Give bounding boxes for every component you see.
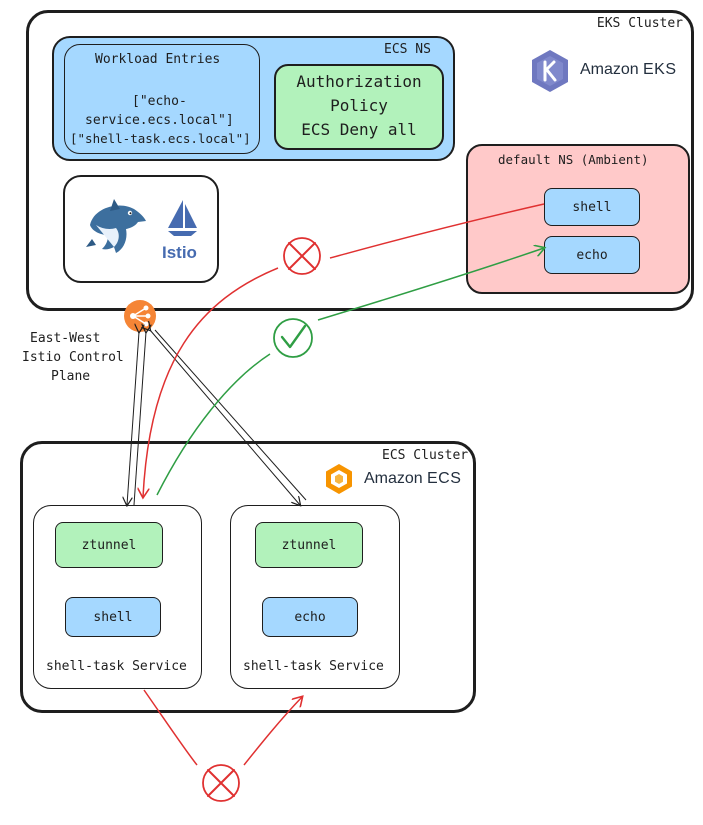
authorization-policy bbox=[274, 64, 444, 150]
allow-check-icon bbox=[273, 318, 313, 358]
ztunnel-left: ztunnel bbox=[55, 522, 163, 568]
eks-brand-prefix: Amazon bbox=[580, 61, 639, 78]
ecs-cluster-label: ECS Cluster bbox=[382, 448, 469, 463]
workload-entry-line3: ["shell-task.ecs.local"] bbox=[70, 131, 251, 146]
deny-x-icon bbox=[202, 764, 240, 802]
task-left-service-label: shell-task Service bbox=[46, 659, 187, 674]
workload-entries bbox=[64, 44, 260, 154]
ecs-namespace-label: ECS NS bbox=[384, 42, 431, 57]
eks-cluster-label: EKS Cluster bbox=[596, 16, 683, 31]
aws-ecs-logo: Amazon ECS bbox=[322, 462, 472, 498]
east-west-label-line1: East-West bbox=[30, 331, 101, 346]
eks-echo-workload: echo bbox=[544, 236, 640, 274]
east-west-label-line2: Istio Control bbox=[22, 350, 124, 365]
aws-eks-logo-icon bbox=[532, 50, 568, 92]
task-right-service-label: shell-task Service bbox=[243, 659, 384, 674]
auth-policy-line2: Policy bbox=[330, 96, 388, 115]
workload-entry-line1: ["echo- bbox=[132, 94, 187, 109]
ecs-brand-prefix: Amazon bbox=[364, 470, 423, 487]
auth-policy-line3: ECS Deny all bbox=[301, 120, 417, 139]
ecs-shell-workload: shell bbox=[65, 597, 161, 637]
default-namespace-label: default NS (Ambient) bbox=[498, 152, 649, 167]
east-west-label-line3: Plane bbox=[51, 369, 91, 384]
aws-eks-logo: Amazon EKS bbox=[528, 48, 688, 94]
east-west-gateway-icon bbox=[124, 300, 156, 332]
istio-logo-text: Istio bbox=[162, 243, 197, 262]
workload-entries-title: Workload Entries bbox=[95, 52, 221, 67]
eks-brand-suffix: EKS bbox=[643, 61, 677, 78]
dolphin-mascot-icon bbox=[86, 199, 146, 253]
ecs-task-right bbox=[230, 505, 400, 689]
auth-policy-line1: Authorization bbox=[296, 72, 422, 91]
ztunnel-right: ztunnel bbox=[255, 522, 363, 568]
ecs-task-left bbox=[33, 505, 202, 689]
eks-shell-workload: shell bbox=[544, 188, 640, 226]
ecs-brand-suffix: ECS bbox=[427, 470, 462, 487]
workload-entry-line2: service.ecs.local"] bbox=[85, 113, 234, 128]
ecs-echo-workload: echo bbox=[262, 597, 358, 637]
aws-ecs-logo-icon bbox=[326, 464, 352, 494]
istio-logo-icon bbox=[168, 200, 197, 236]
